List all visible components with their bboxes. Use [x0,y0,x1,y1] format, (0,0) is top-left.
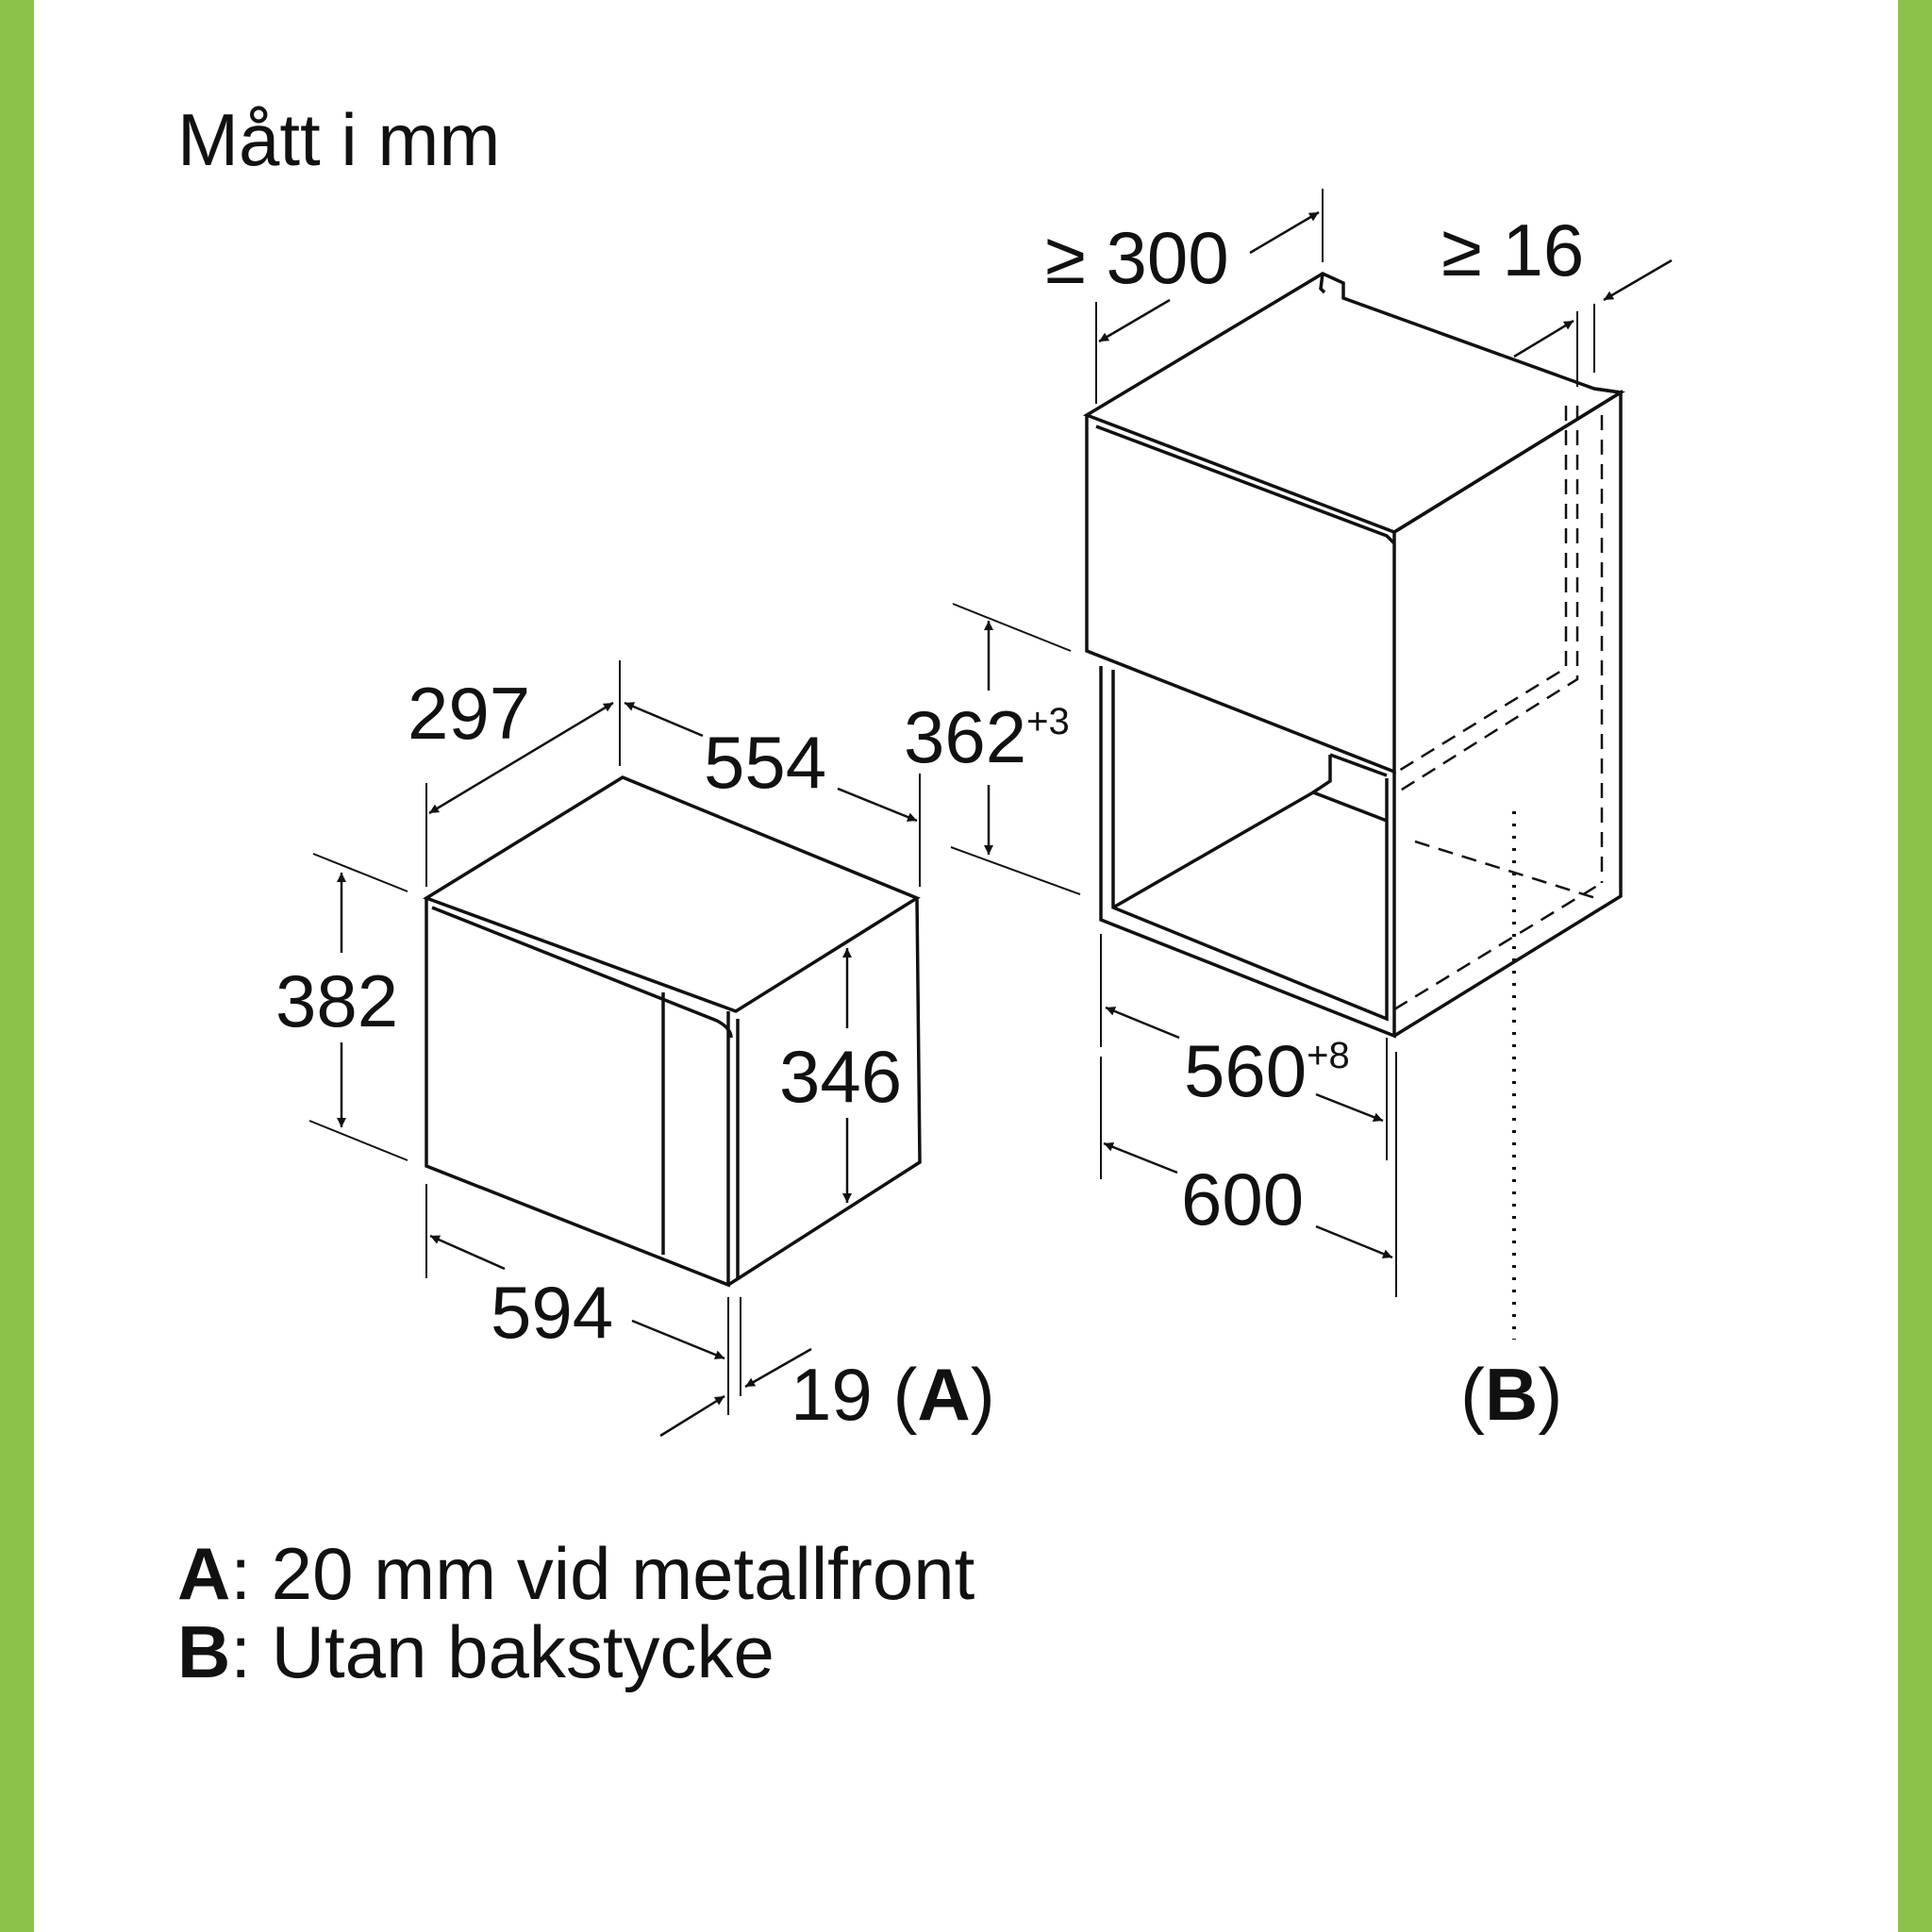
dim-appliance-height-outer: 382 [275,959,398,1042]
note-a: A: 20 mm vid metallfront [177,1532,975,1615]
dim-front-offset: 19 (A) [791,1353,995,1436]
dim-cabinet-min-depth: ≥ 300 [1045,216,1229,299]
dim-appliance-depth: 297 [408,672,530,755]
dim-cabinet-width: 600 [1181,1158,1304,1241]
dim-cabinet-min-gap: ≥ 16 [1441,208,1584,291]
dim-appliance-width-top: 554 [704,721,826,804]
dim-appliance-width-front: 594 [491,1271,613,1354]
right-green-border [1898,0,1932,1932]
dim-niche-height: 362+3 [904,695,1070,778]
page-title: Mått i mm [177,98,500,181]
cabinet-drawing [1083,272,1626,1340]
dim-appliance-height-inner: 346 [779,1035,902,1118]
dim-niche-width: 560+8 [1184,1029,1350,1112]
cabinet-dimensions [950,189,1673,1297]
appliance-drawing [423,775,922,1288]
appliance-dimensions [308,660,921,1438]
ref-b-label: (B) [1460,1353,1562,1436]
note-b: B: Utan bakstycke [177,1610,774,1693]
left-green-border [0,0,34,1932]
